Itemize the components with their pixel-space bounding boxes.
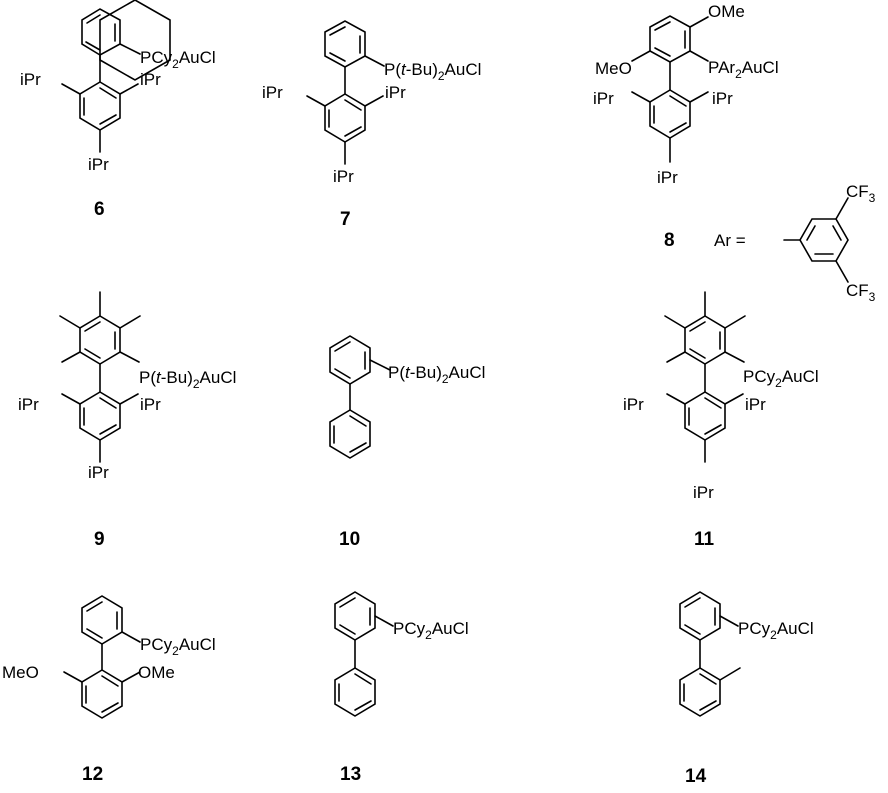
compound-11-ipr-left: iPr	[623, 395, 644, 414]
compound-6-ipr-para: iPr	[88, 155, 109, 174]
compound-9-bottom-ring	[61, 391, 139, 463]
compound-7-ipr-left: iPr	[262, 83, 283, 102]
compound-14-number: 14	[685, 766, 707, 787]
compound-12-phosphine-label: PCy2AuCl	[140, 635, 216, 658]
compound-6-number: 6	[94, 199, 105, 220]
compound-13-top-ring	[334, 591, 394, 669]
compound-7-ipr-para: iPr	[333, 167, 354, 186]
compound-13-phosphine-label: PCy2AuCl	[393, 619, 469, 642]
compound-13-bottom-ring	[334, 667, 376, 717]
compound-11-top-ring	[664, 291, 746, 393]
compound-8-ipr-left: iPr	[593, 89, 614, 108]
compound-7-phosphine-label: P(t-Bu)2AuCl	[384, 60, 481, 83]
compound-6-ipr-right: iPr	[140, 70, 161, 89]
compound-8-bottom-ring	[631, 89, 709, 163]
compound-12-top-ring	[81, 595, 141, 671]
compound-11-ipr-para: iPr	[693, 483, 714, 502]
compound-6-bonds	[99, 0, 171, 81]
compound-8-phosphine-label: PAr2AuCl	[708, 58, 779, 81]
ar-definition-label: Ar =	[714, 231, 746, 250]
compound-8-ipr-para: iPr	[657, 168, 678, 187]
compound-6-phosphine-label: PCy2AuCl	[140, 48, 216, 71]
compound-6-bottom-ring	[61, 81, 139, 153]
ar-definition: Ar = CF3 CF3	[714, 182, 876, 304]
compound-8-top-ring	[631, 15, 709, 91]
compound-12-number: 12	[82, 764, 103, 785]
compound-7-ipr-right: iPr	[385, 83, 406, 102]
compound-14-top-ring	[679, 591, 739, 669]
compound-10-p-bond	[369, 359, 391, 371]
compound-7-bottom-ring	[306, 93, 384, 165]
compound-11-number: 11	[694, 529, 715, 550]
compound-12-meo-left: MeO	[2, 663, 39, 682]
ar-cf3-top: CF3	[846, 182, 876, 205]
compound-8-ipr-right: iPr	[712, 89, 733, 108]
compound-9-ipr-right: iPr	[140, 395, 161, 414]
compound-8-ome-top: OMe	[708, 2, 745, 21]
compound-11-bottom-ring	[666, 391, 744, 463]
compound-14-phosphine-label: PCy2AuCl	[738, 619, 814, 642]
compound-6-top-ring	[81, 8, 141, 83]
compound-12-ome-right: OMe	[138, 663, 175, 682]
ar-cf3-bottom: CF3	[846, 281, 876, 304]
compound-9-top-ring	[59, 291, 141, 393]
compound-10-top-ring	[329, 335, 371, 411]
compound-11-phosphine-label: PCy2AuCl	[743, 367, 819, 390]
compound-6-ipr-left: iPr	[20, 70, 41, 89]
compound-11-ipr-right: iPr	[745, 395, 766, 414]
compound-9-phosphine-label: P(t-Bu)2AuCl	[139, 368, 236, 391]
compound-8-number: 8	[664, 230, 675, 251]
compound-13-number: 13	[340, 764, 361, 785]
compound-12-bottom-ring	[63, 669, 141, 719]
compound-9-number: 9	[94, 529, 105, 550]
compound-9-ipr-left: iPr	[18, 395, 39, 414]
compound-10-bottom-ring	[329, 409, 371, 459]
compound-7-number: 7	[340, 209, 351, 230]
compound-10-number: 10	[339, 529, 360, 550]
compound-9-ipr-para: iPr	[88, 463, 109, 482]
compound-10-phosphine-label: P(t-Bu)2AuCl	[388, 363, 485, 386]
compound-7-top-ring	[324, 20, 385, 95]
compound-14-bottom-ring	[679, 667, 741, 717]
compound-6	[99, 0, 171, 81]
compound-8-meo-left: MeO	[595, 59, 632, 78]
